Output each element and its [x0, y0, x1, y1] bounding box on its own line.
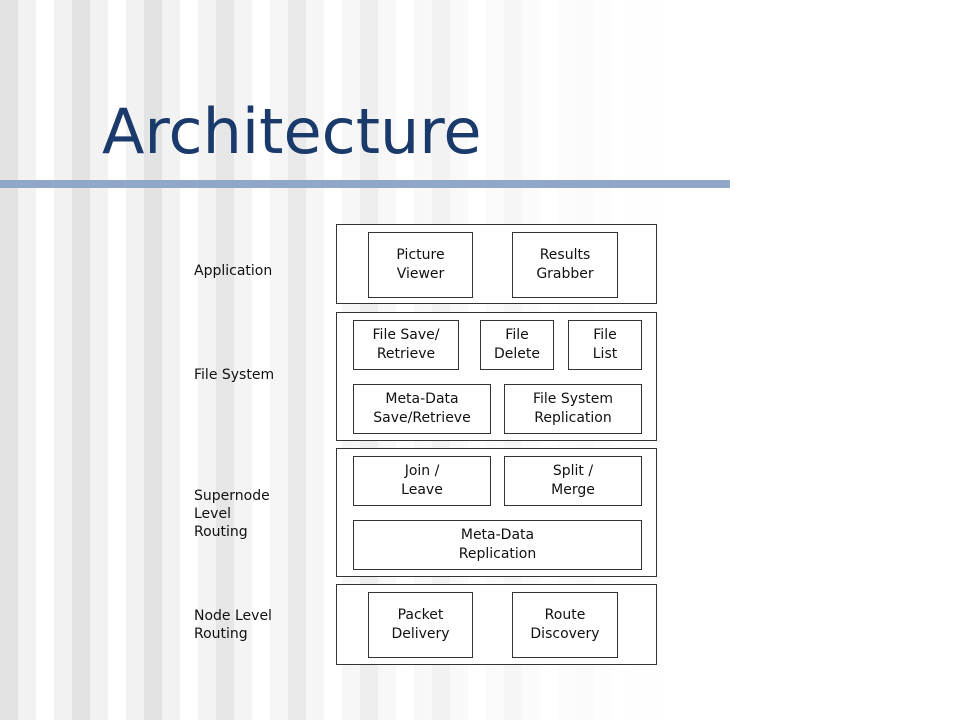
layer-label-file-system: File System — [194, 367, 275, 383]
application-layer-group: Picture Viewer Results Grabber — [336, 224, 657, 304]
file-system-layer-group: File Save/ Retrieve File Delete File Lis… — [336, 312, 657, 441]
metadata-save-retrieve-box: Meta-Data Save/Retrieve — [353, 384, 491, 434]
split-merge-box: Split / Merge — [504, 456, 642, 506]
layer-label-application: Application — [194, 263, 273, 279]
file-delete-box: File Delete — [480, 320, 554, 370]
title-underline — [0, 180, 730, 188]
join-leave-box: Join / Leave — [353, 456, 491, 506]
layer-label-supernode-routing: Supernode Level Routing — [194, 488, 270, 540]
packet-delivery-box: Packet Delivery — [368, 592, 473, 658]
supernode-routing-layer-group: Join / Leave Split / Merge Meta-Data Rep… — [336, 448, 657, 577]
node-routing-layer-group: Packet Delivery Route Discovery — [336, 584, 657, 665]
file-save-retrieve-box: File Save/ Retrieve — [353, 320, 459, 370]
picture-viewer-box: Picture Viewer — [368, 232, 473, 298]
results-grabber-box: Results Grabber — [512, 232, 618, 298]
layer-label-node-routing: Node Level Routing — [194, 608, 272, 642]
metadata-replication-box: Meta-Data Replication — [353, 520, 642, 570]
file-list-box: File List — [568, 320, 642, 370]
route-discovery-box: Route Discovery — [512, 592, 618, 658]
slide-title: Architecture — [102, 95, 482, 168]
file-system-replication-box: File System Replication — [504, 384, 642, 434]
